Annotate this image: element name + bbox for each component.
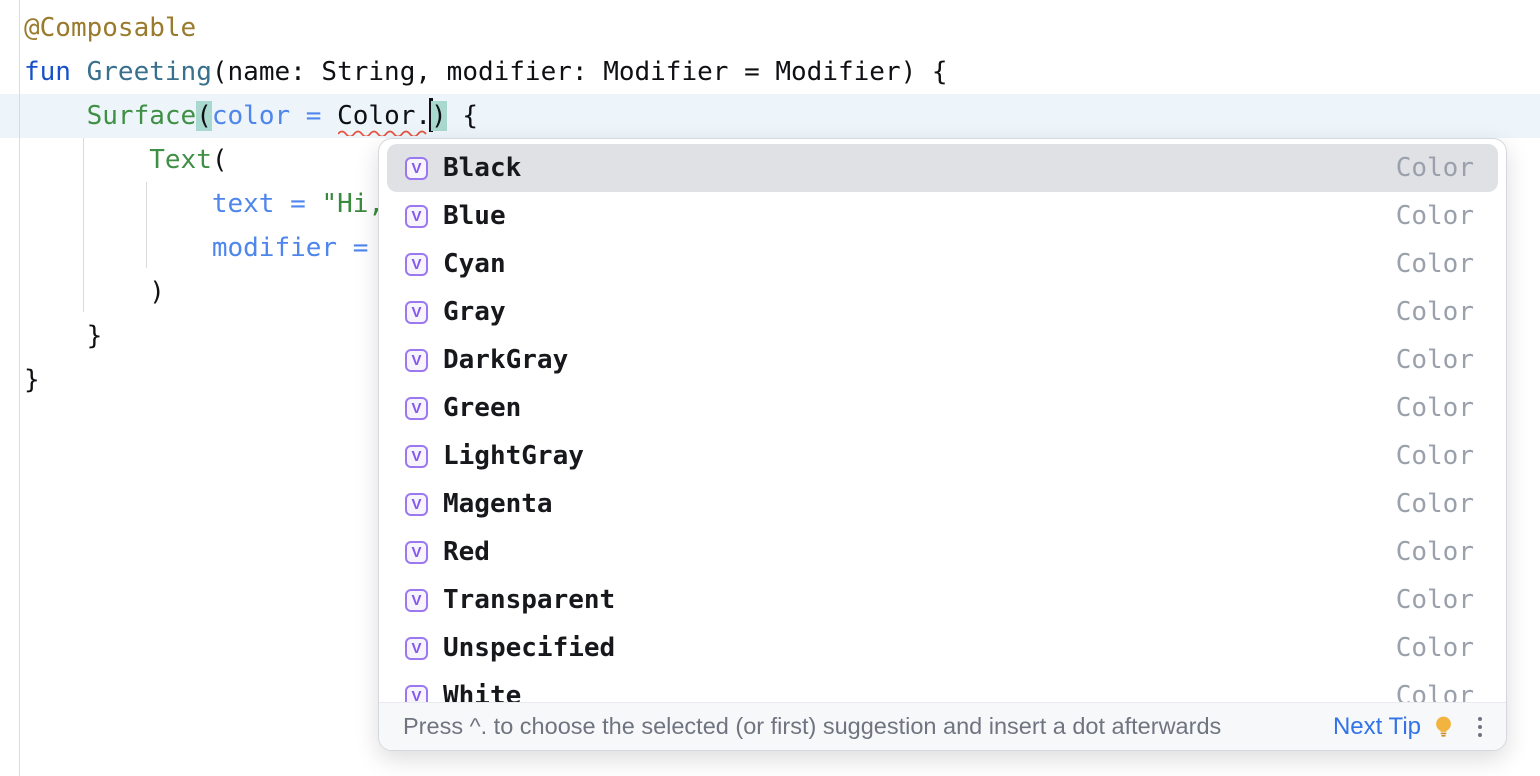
- value-icon: V: [405, 540, 428, 564]
- completion-item-label: Blue: [443, 201, 506, 231]
- value-icon: V: [405, 156, 428, 180]
- code-segment: text: [211, 189, 275, 219]
- error-squiggle: [338, 130, 427, 136]
- completion-item-type: Color: [1395, 249, 1474, 279]
- completion-item-type: Color: [1395, 537, 1474, 567]
- completion-item-gray[interactable]: V Gray Color: [387, 288, 1498, 336]
- completion-item-cyan[interactable]: V Cyan Color: [387, 240, 1498, 288]
- completion-item-black[interactable]: V Black Color: [387, 144, 1498, 192]
- code-segment: =: [274, 189, 322, 219]
- completion-item-type: Color: [1395, 345, 1474, 375]
- code-line-2[interactable]: fun Greeting(name: String, modifier: Mod…: [0, 50, 1540, 94]
- code-segment: fun: [24, 57, 71, 87]
- completion-item-label: Magenta: [443, 489, 553, 519]
- completion-item-transparent[interactable]: V Transparent Color: [387, 576, 1498, 624]
- value-icon: V: [405, 636, 428, 660]
- code-segment: (: [211, 145, 228, 175]
- code-segment: }: [24, 321, 103, 351]
- value-icon: V: [405, 300, 428, 324]
- code-line-4[interactable]: Text(: [0, 138, 1540, 182]
- completion-item-darkgray[interactable]: V DarkGray Color: [387, 336, 1498, 384]
- completion-item-green[interactable]: V Green Color: [387, 384, 1498, 432]
- code-segment: color: [211, 101, 291, 131]
- code-line-9[interactable]: }: [0, 358, 1540, 402]
- completion-item-type: Color: [1395, 585, 1474, 615]
- code-segment: [24, 233, 212, 263]
- value-icon: V: [405, 396, 428, 420]
- code-segment: ): [431, 101, 447, 131]
- value-icon: V: [405, 252, 428, 276]
- code-segment: Text: [149, 145, 212, 175]
- completion-item-label: LightGray: [443, 441, 584, 471]
- code-segment: Color.: [337, 94, 431, 138]
- next-tip-link[interactable]: Next Tip: [1332, 712, 1421, 740]
- completion-item-label: DarkGray: [443, 345, 569, 375]
- indent-guide: [146, 182, 147, 268]
- code-segment: }: [24, 365, 40, 395]
- completion-item-type: Color: [1395, 297, 1474, 327]
- code-segment: ): [24, 277, 165, 307]
- completion-item-lightgray[interactable]: V LightGray Color: [387, 432, 1498, 480]
- completion-item-label: Transparent: [443, 585, 616, 615]
- code-segment: (: [196, 101, 212, 131]
- code-segment: [24, 101, 87, 131]
- completion-item-unspecified[interactable]: V Unspecified Color: [387, 624, 1498, 672]
- completion-item-label: Gray: [443, 297, 506, 327]
- code-line-1[interactable]: @Composable: [0, 6, 1540, 50]
- value-icon: V: [405, 588, 428, 612]
- code-segment: [24, 189, 212, 219]
- code-segment: =: [290, 101, 338, 131]
- completion-item-type: Color: [1395, 153, 1474, 183]
- code-line-8[interactable]: }: [0, 314, 1540, 358]
- indent-guide: [83, 138, 84, 312]
- code-segment: [24, 145, 149, 175]
- value-icon: V: [405, 204, 428, 228]
- code-line-5[interactable]: text = "Hi,: [0, 182, 1540, 226]
- value-icon: V: [405, 492, 428, 516]
- code-segment: =: [337, 233, 385, 263]
- code-line-7[interactable]: ): [0, 270, 1540, 314]
- completion-item-type: Color: [1395, 489, 1474, 519]
- footer-hint: Press ^. to choose the selected (or firs…: [403, 713, 1222, 739]
- completion-item-type: Color: [1395, 441, 1474, 471]
- code-segment: {: [446, 101, 478, 131]
- completion-item-type: Color: [1395, 633, 1474, 663]
- completion-item-magenta[interactable]: V Magenta Color: [387, 480, 1498, 528]
- code-segment: (name: String, modifier: Modifier = Modi…: [211, 57, 948, 87]
- code-line-6[interactable]: modifier =: [0, 226, 1540, 270]
- lightbulb-icon: [1431, 714, 1456, 739]
- completion-item-label: Red: [443, 537, 490, 567]
- code-segment: modifier: [211, 233, 338, 263]
- completion-item-label: Unspecified: [443, 633, 616, 663]
- code-segment: "Hi,: [321, 189, 385, 219]
- code-segment: Greeting: [86, 57, 212, 87]
- completion-item-type: Color: [1395, 201, 1474, 231]
- completion-item-label: Green: [443, 393, 522, 423]
- value-icon: V: [405, 444, 428, 468]
- code-segment: @Composable: [24, 13, 197, 43]
- completion-item-red[interactable]: V Red Color: [387, 528, 1498, 576]
- completion-item-label: Black: [443, 153, 522, 183]
- value-icon: V: [405, 348, 428, 372]
- code-line-3[interactable]: Surface(color = Color.) {: [0, 94, 1540, 138]
- completion-item-label: Cyan: [443, 249, 506, 279]
- kebab-menu-icon[interactable]: [1474, 713, 1486, 741]
- completion-item-blue[interactable]: V Blue Color: [387, 192, 1498, 240]
- gutter-separator: [19, 0, 20, 776]
- completion-footer: Press ^. to choose the selected (or firs…: [379, 702, 1506, 750]
- code-segment: [71, 57, 87, 87]
- code-segment: Surface: [86, 101, 197, 131]
- completion-item-type: Color: [1395, 393, 1474, 423]
